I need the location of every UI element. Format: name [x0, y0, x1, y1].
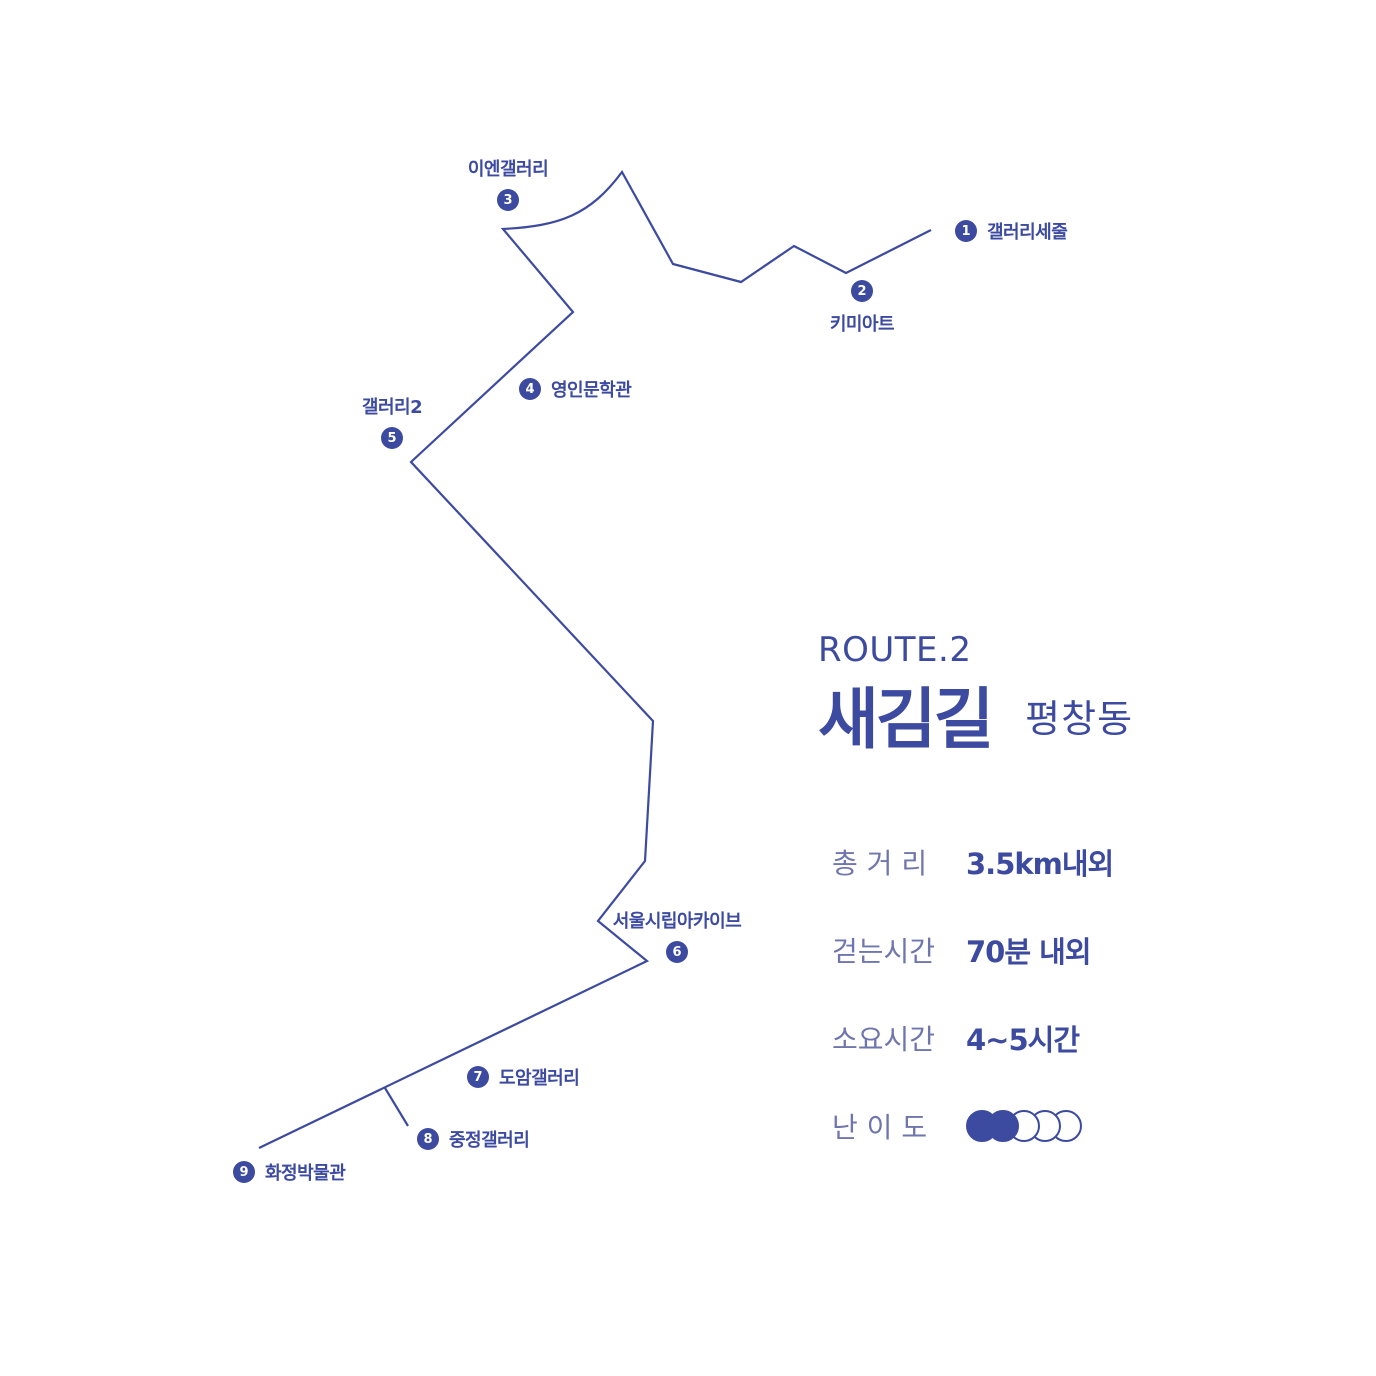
stop-number-badge: 4	[519, 378, 541, 400]
stop-name: 서울시립아카이브	[612, 911, 742, 932]
stop-number-badge: 5	[381, 427, 403, 449]
stop-number-badge: 3	[497, 189, 519, 211]
stat-total-time: 소요시간 4~5시간	[818, 994, 1338, 1082]
stop-name: 도암갤러리	[499, 1068, 580, 1089]
difficulty-dot-1-filled	[966, 1110, 998, 1142]
stat-value: 3.5km내외	[966, 847, 1114, 881]
route-title-row: 새김길 평창동	[818, 678, 1338, 762]
stat-walking-time: 걷는시간 70분 내외	[818, 906, 1338, 994]
stop-name: 중정갤러리	[449, 1130, 530, 1151]
route-stats: 총 거 리 3.5km내외 걷는시간 70분 내외 소요시간 4~5시간 난 이…	[818, 818, 1338, 1170]
stop-5-gallery-2[interactable]: 갤러리2 5	[352, 393, 432, 449]
stop-number-badge: 6	[666, 941, 688, 963]
stat-distance: 총 거 리 3.5km내외	[818, 818, 1338, 906]
stop-1-gallery-sejul[interactable]: 1 갤러리세줄	[955, 218, 1068, 244]
stop-name: 키미아트	[829, 314, 895, 335]
stop-9-hwajeong-museum[interactable]: 9 화정박물관	[233, 1159, 346, 1185]
route-info-panel: ROUTE.2 새김길 평창동 총 거 리 3.5km내외 걷는시간 70분 내…	[818, 628, 1338, 1170]
stop-4-youngin-literature-museum[interactable]: 4 영인문학관	[519, 376, 632, 402]
route-label: ROUTE.2	[818, 630, 972, 670]
difficulty-rating	[966, 1109, 1086, 1143]
stop-name: 갤러리세줄	[987, 222, 1068, 243]
stop-8-joongjeong-gallery[interactable]: 8 중정갤러리	[417, 1126, 530, 1152]
stat-label: 걷는시간	[832, 935, 936, 968]
stop-number-badge: 8	[417, 1128, 439, 1150]
stop-6-seoul-city-archive[interactable]: 서울시립아카이브 6	[602, 907, 752, 963]
stop-number-badge: 9	[233, 1161, 255, 1183]
stat-difficulty: 난 이 도	[818, 1082, 1338, 1170]
stop-3-en-gallery[interactable]: 이엔갤러리 3	[458, 155, 558, 211]
stat-value: 70분 내외	[966, 935, 1091, 969]
stat-label: 난 이 도	[832, 1111, 928, 1144]
stat-label: 소요시간	[832, 1023, 936, 1056]
district-name: 평창동	[1025, 696, 1134, 741]
route-path-line	[258, 169, 932, 1149]
stop-number-badge: 7	[467, 1066, 489, 1088]
stop-7-doam-gallery[interactable]: 7 도암갤러리	[467, 1064, 580, 1090]
route-name: 새김길	[818, 681, 994, 758]
stop-name: 갤러리2	[361, 397, 423, 418]
stop-number-badge: 2	[851, 280, 873, 302]
stop-name: 화정박물관	[265, 1163, 346, 1184]
stop-2-kimi-art[interactable]: 2 키미아트	[822, 280, 902, 336]
stop-name: 이엔갤러리	[467, 159, 549, 180]
stat-label: 총 거 리	[832, 847, 928, 880]
stop-number-badge: 1	[955, 220, 977, 242]
stat-value: 4~5시간	[966, 1023, 1080, 1057]
stop-name: 영인문학관	[551, 380, 632, 401]
